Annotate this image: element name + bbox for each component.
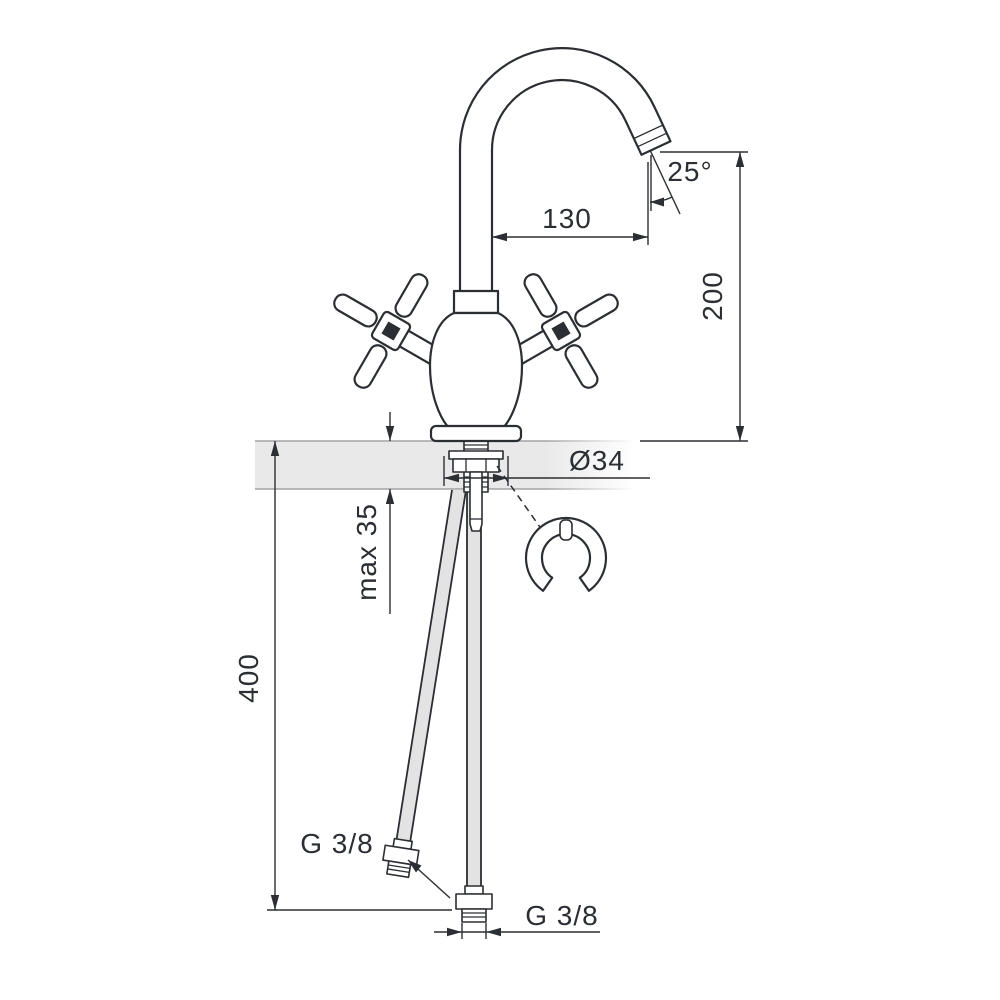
spout-outline bbox=[458, 47, 672, 302]
hose-sleeve bbox=[464, 885, 484, 895]
handle-left bbox=[333, 273, 456, 389]
handle-arm bbox=[523, 273, 558, 318]
dim-label-counter-thickness: max 35 bbox=[351, 503, 382, 601]
hose-connector-center bbox=[455, 885, 493, 923]
thread-line bbox=[387, 868, 410, 874]
countertop-fade bbox=[545, 439, 635, 491]
dim-spout-height: 200 bbox=[640, 151, 748, 442]
supply-hose-left bbox=[382, 489, 467, 879]
arrowhead bbox=[492, 232, 507, 242]
dim-label-spout-height: 200 bbox=[697, 271, 728, 321]
arrowhead bbox=[385, 489, 395, 504]
handle-arm bbox=[353, 344, 388, 389]
dim-counter-thickness: max 35 bbox=[351, 412, 395, 614]
handle-arm bbox=[394, 273, 429, 318]
arrowhead bbox=[447, 927, 462, 937]
spout-tip-band bbox=[633, 124, 664, 140]
arrowhead bbox=[650, 197, 664, 207]
mounting-hardware bbox=[448, 440, 504, 532]
hose-body bbox=[396, 490, 466, 843]
connector-nut bbox=[455, 893, 493, 910]
body-shell bbox=[428, 311, 524, 429]
arrowhead bbox=[408, 860, 422, 873]
arrowhead bbox=[486, 927, 501, 937]
handle-arm bbox=[564, 344, 599, 389]
angle-leg-line bbox=[649, 149, 681, 215]
arrowhead bbox=[385, 426, 395, 441]
hose-edge bbox=[409, 489, 467, 844]
dim-label-spout-reach: 130 bbox=[542, 203, 592, 234]
hose-body bbox=[467, 490, 481, 888]
dim-label-spout-angle: 25° bbox=[667, 156, 712, 187]
horseshoe-washer-detail bbox=[496, 465, 608, 592]
horseshoe-washer-installed bbox=[448, 450, 504, 460]
dim-installation-height: 400 bbox=[233, 441, 452, 911]
handle-index-cap bbox=[551, 321, 571, 341]
neck-collar bbox=[452, 289, 500, 315]
arrowhead bbox=[444, 473, 459, 483]
dim-center-hose-thread: G 3/8 bbox=[434, 900, 600, 939]
dim-spout-angle: 25° bbox=[649, 149, 712, 215]
hose-edge bbox=[395, 489, 453, 844]
dim-label-installation-height: 400 bbox=[233, 653, 264, 703]
handle-arm bbox=[574, 293, 619, 328]
base-flange bbox=[429, 424, 523, 443]
leader-dashed-line bbox=[496, 465, 543, 531]
thread-line bbox=[388, 864, 411, 870]
dim-label-mounting-hole: Ø34 bbox=[569, 445, 625, 476]
arrowhead bbox=[633, 232, 648, 242]
handle-index-cap bbox=[381, 321, 401, 341]
faucet-body bbox=[428, 289, 524, 443]
arrowhead bbox=[493, 473, 508, 483]
threaded-stud bbox=[469, 471, 483, 532]
dim-spout-reach: 130 bbox=[492, 162, 649, 245]
mounting-nut bbox=[452, 458, 500, 473]
arrowhead bbox=[735, 152, 745, 167]
label-left-hose-thread: G 3/8 bbox=[300, 828, 373, 859]
threaded-nipple bbox=[461, 908, 487, 923]
washer-slot bbox=[559, 519, 573, 541]
supply-hose-center bbox=[455, 490, 493, 923]
spout-tip-band bbox=[637, 132, 667, 148]
arrowhead bbox=[735, 426, 745, 441]
dim-left-hose-thread: G 3/8 bbox=[300, 828, 451, 899]
arrowhead bbox=[270, 441, 280, 456]
dim-mounting-hole: Ø34 bbox=[443, 445, 650, 486]
handle-arm bbox=[333, 293, 378, 328]
hose-connector-left bbox=[382, 837, 420, 879]
label-center-hose-thread: G 3/8 bbox=[525, 900, 598, 931]
horseshoe-washer-shape bbox=[524, 516, 608, 592]
arrowhead bbox=[270, 895, 280, 910]
spout bbox=[458, 47, 672, 302]
